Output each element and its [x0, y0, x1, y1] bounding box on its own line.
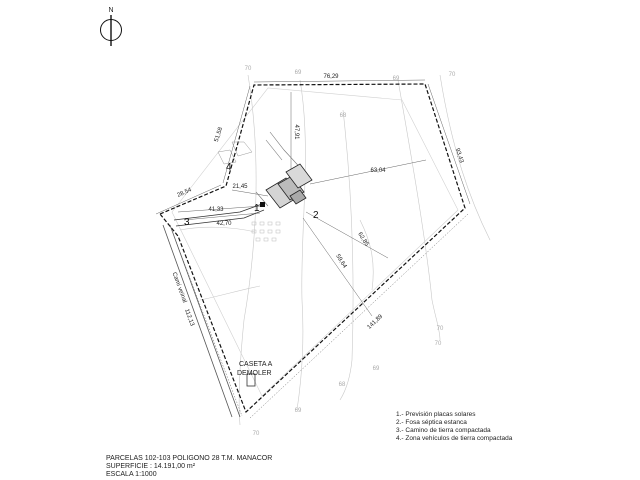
dim-to-right: 63,04	[370, 168, 386, 174]
contour-label: 68	[340, 113, 347, 119]
north-arrow-icon: N	[100, 7, 122, 46]
title-block: PARCELAS 102-103 POLIGONO 28 T.M. MANACO…	[106, 455, 272, 478]
dim-diag-2: 59,64	[334, 254, 347, 270]
contour-label: 69	[295, 70, 302, 76]
title-line-1: PARCELAS 102-103 POLIGONO 28 T.M. MANACO…	[106, 455, 272, 462]
dim-diag-1: 62,85	[356, 232, 369, 248]
inner-boundary-line	[171, 87, 459, 397]
contour-label: 70	[253, 431, 260, 437]
zone-label-3: 3	[184, 217, 190, 228]
dim-west-1: 41,33	[208, 207, 224, 213]
legend-item: 2.- Fosa séptica estanca	[396, 419, 467, 426]
dimension-lines	[155, 79, 471, 419]
contour-label: 70	[437, 326, 444, 332]
title-line-2: SUPERFICIE : 14.191,00 m²	[106, 463, 196, 470]
dim-left-small: 28,54	[177, 187, 194, 199]
terrain-contours	[179, 74, 491, 426]
contour-label: 69	[393, 76, 400, 82]
zone-label-1: 1	[254, 203, 260, 214]
contour-label: 69	[373, 366, 380, 372]
road	[162, 224, 241, 418]
dim-left-upper: 51,58	[214, 126, 225, 143]
dim-west-2: 42,70	[216, 221, 232, 227]
septic-tank-marker	[260, 202, 265, 207]
dim-near-house: 21,45	[232, 184, 248, 190]
parking-zone	[217, 141, 253, 165]
north-label: N	[108, 7, 113, 14]
dim-top: 76,29	[323, 74, 339, 80]
title-line-3: ESCALA 1:1000	[106, 471, 157, 478]
contour-label: 68	[339, 382, 346, 388]
legend: 1.- Previsión placas solares 2.- Fosa sé…	[396, 411, 513, 442]
shed-footprint	[246, 373, 256, 387]
solar-panel-area	[251, 221, 281, 242]
dim-vertical-house: 47,91	[293, 124, 299, 140]
dim-bottom-right: 141,89	[367, 313, 385, 330]
legend-item: 4.- Zona vehículos de tierra compactada	[396, 435, 513, 442]
road-label: Camí veïnal	[171, 272, 188, 304]
contour-label: 69	[295, 408, 302, 414]
contour-label: 70	[245, 66, 252, 72]
legend-item: 3.- Camino de tierra compactada	[396, 427, 491, 434]
contour-label: 70	[449, 72, 456, 78]
zone-label-4: 4	[226, 162, 232, 173]
zone-label-2: 2	[313, 210, 319, 221]
legend-item: 1.- Previsión placas solares	[396, 411, 476, 418]
shed-label-line1: CASETA A	[239, 361, 273, 368]
dim-right-upper: 93,43	[454, 148, 465, 165]
contour-label: 70	[435, 341, 442, 347]
plot-boundary	[159, 83, 466, 414]
dim-west-side: 112,13	[183, 308, 195, 328]
shed-label-line2: DEMOLER	[237, 370, 272, 377]
house-footprint	[265, 163, 313, 209]
access-track	[173, 203, 265, 227]
